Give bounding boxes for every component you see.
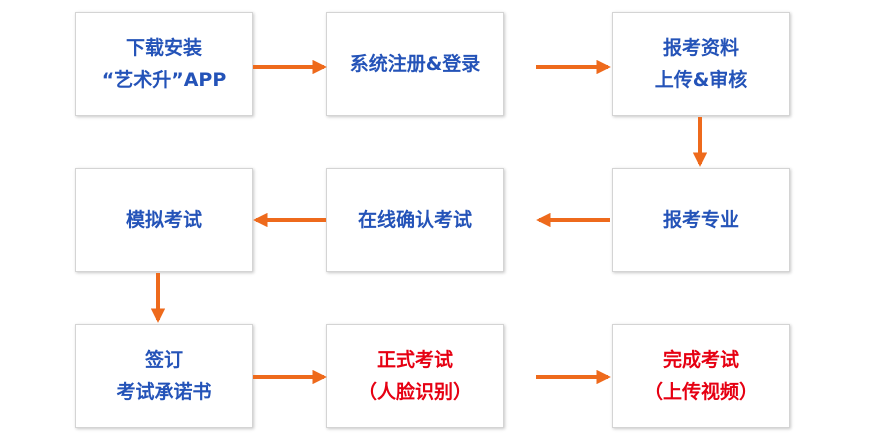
step-finish-exam: 完成考试 （上传视频） (612, 324, 790, 428)
step-mock-exam: 模拟考试 (75, 168, 253, 272)
step-label: 正式考试 (376, 349, 453, 371)
step-label: 在线确认考试 (357, 209, 472, 231)
step-apply-major: 报考专业 (612, 168, 790, 272)
step-register-login: 系统注册&登录 (326, 12, 504, 116)
step-upload-review: 报考资料 上传&审核 (612, 12, 790, 116)
step-confirm-exam-online: 在线确认考试 (326, 168, 504, 272)
step-label: 系统注册&登录 (349, 53, 481, 75)
step-label: （人脸识别） (357, 381, 472, 403)
step-label: 签订 (144, 349, 183, 371)
step-label: “艺术升”APP (101, 69, 227, 91)
step-formal-exam: 正式考试 （人脸识别） (326, 324, 504, 428)
step-label: 下载安装 (125, 37, 202, 59)
step-download-app: 下载安装 “艺术升”APP (75, 12, 253, 116)
step-label: 报考资料 (662, 37, 739, 59)
step-label: 完成考试 (662, 349, 739, 371)
step-label: 上传&审核 (654, 69, 748, 91)
step-label: 报考专业 (662, 209, 739, 231)
step-label: （上传视频） (643, 381, 758, 403)
step-label: 模拟考试 (125, 209, 202, 231)
step-label: 考试承诺书 (116, 381, 212, 403)
step-sign-commitment: 签订 考试承诺书 (75, 324, 253, 428)
